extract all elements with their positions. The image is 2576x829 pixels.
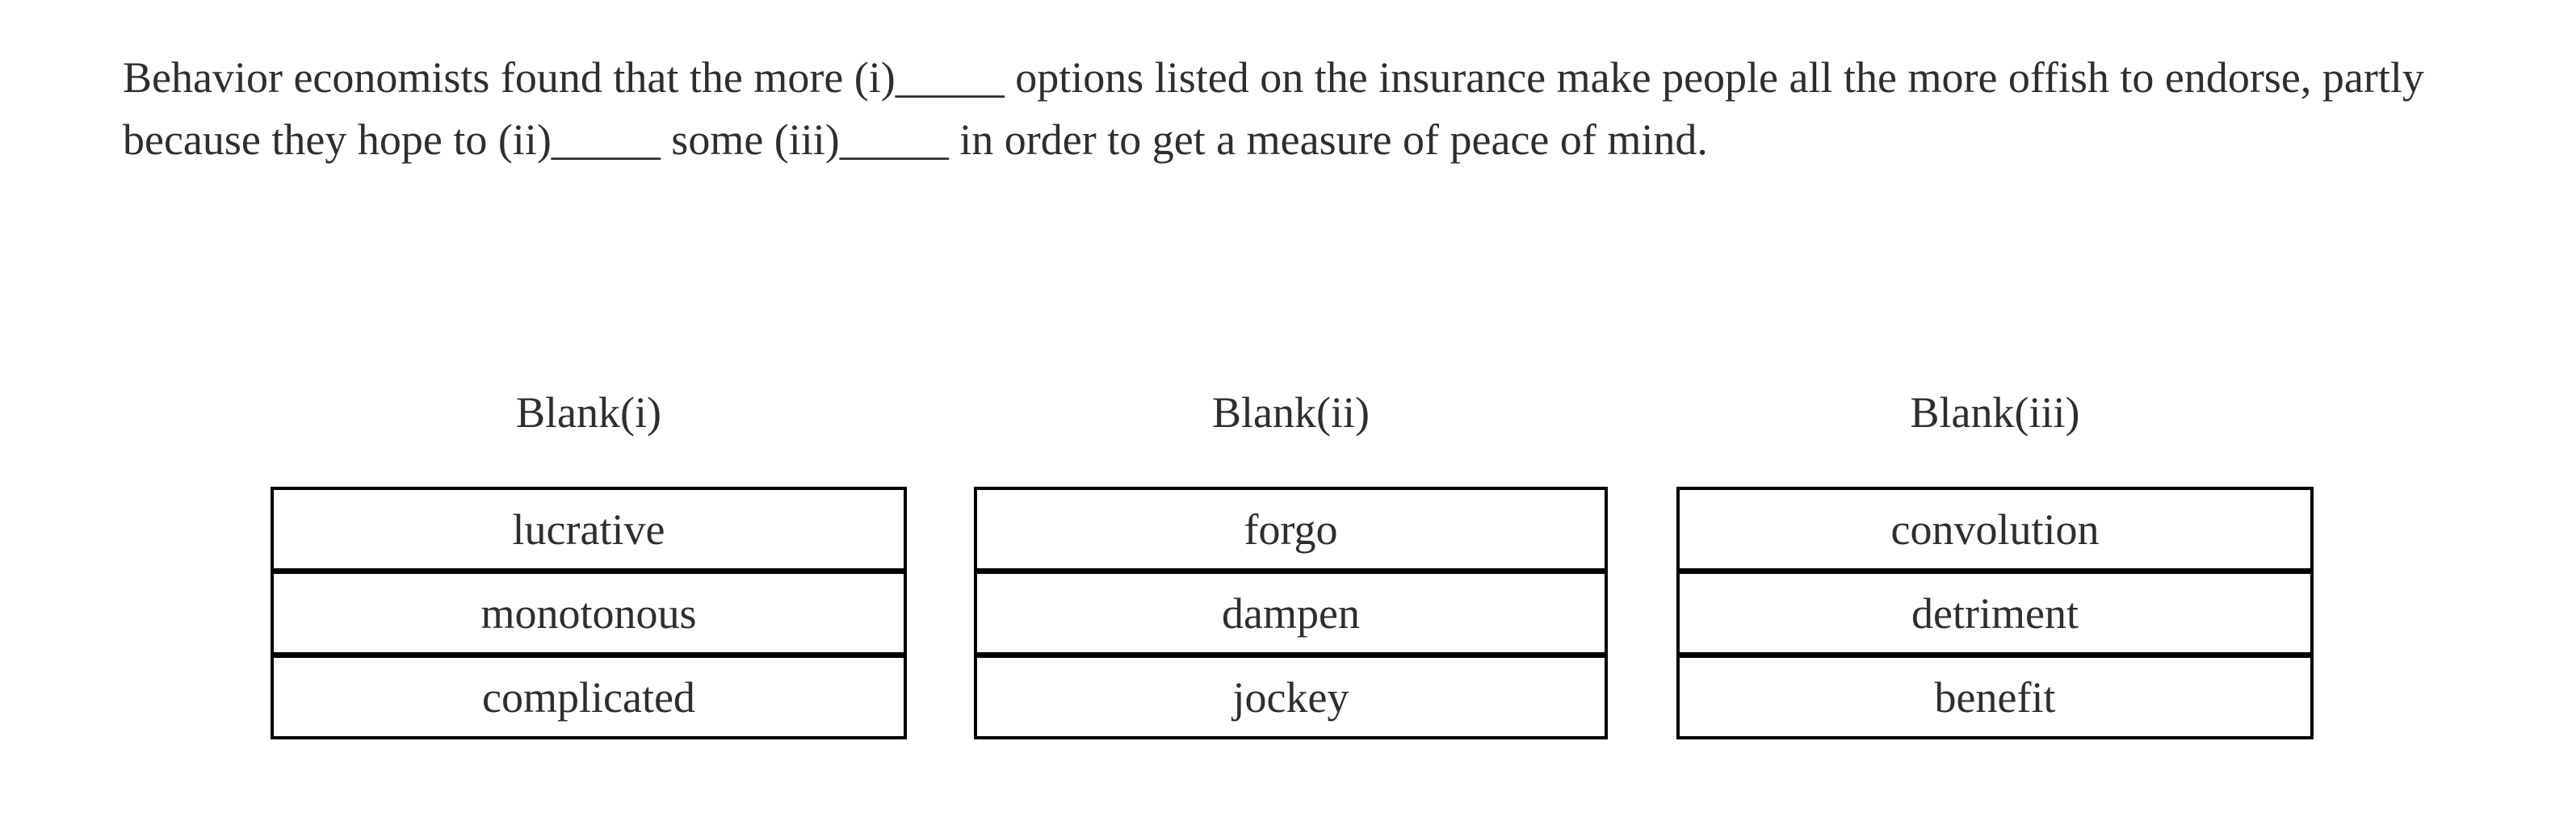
blank-ii-option-1[interactable]: forgo bbox=[974, 487, 1608, 572]
blank-i-options-table: lucrative monotonous complicated bbox=[271, 487, 907, 739]
blank-iii-option-2[interactable]: detriment bbox=[1676, 571, 2314, 655]
question-text-line-1: Behavior economists found that the more … bbox=[123, 53, 2424, 102]
blank-ii-option-3[interactable]: jockey bbox=[974, 655, 1608, 739]
question-text: Behavior economists found that the more … bbox=[123, 47, 2424, 171]
blank-ii-option-2[interactable]: dampen bbox=[974, 571, 1608, 655]
blank-ii-header: Blank(ii) bbox=[1212, 388, 1370, 437]
blank-i-option-1[interactable]: lucrative bbox=[271, 487, 907, 572]
blank-iii-option-3[interactable]: benefit bbox=[1676, 655, 2314, 739]
blank-i-option-3[interactable]: complicated bbox=[271, 655, 907, 739]
blank-iii-option-1[interactable]: convolution bbox=[1676, 487, 2314, 572]
blank-i-option-2[interactable]: monotonous bbox=[271, 571, 907, 655]
blank-iii-options-table: convolution detriment benefit bbox=[1676, 487, 2314, 739]
blank-iii-header: Blank(iii) bbox=[1910, 388, 2080, 437]
blank-ii-options-table: forgo dampen jockey bbox=[974, 487, 1608, 739]
blank-i-header: Blank(i) bbox=[516, 388, 661, 437]
question-text-line-2: because they hope to (ii)_____ some (iii… bbox=[123, 115, 1708, 164]
